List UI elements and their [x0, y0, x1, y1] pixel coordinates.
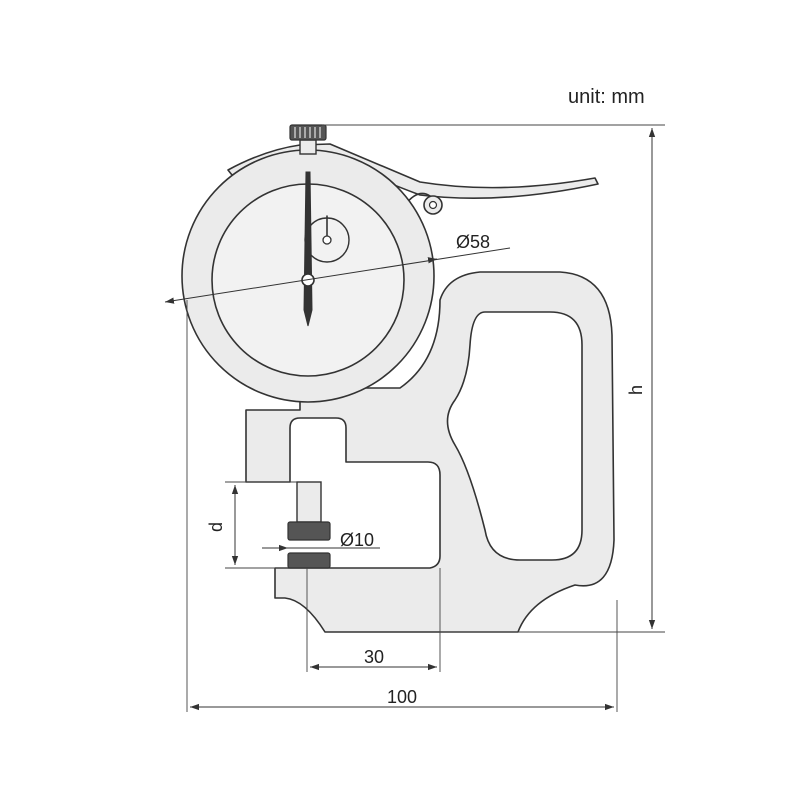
knurled-cap [289, 124, 327, 141]
dial-stem [299, 139, 317, 155]
height-label: h [626, 385, 646, 395]
anvil-diameter-label: Ø10 [340, 530, 374, 550]
upper-anvil [287, 521, 331, 541]
unit-label: unit: mm [568, 86, 645, 108]
dial-pointer [303, 171, 313, 327]
width-label: 100 [387, 687, 417, 707]
frame-cutout [446, 311, 583, 561]
depth-label: d [206, 522, 226, 532]
lower-anvil [287, 552, 331, 569]
dial-diameter-label: Ø58 [456, 232, 490, 252]
dial-diameter-line [164, 247, 511, 304]
spindle [296, 481, 322, 523]
throat-label: 30 [364, 647, 384, 667]
